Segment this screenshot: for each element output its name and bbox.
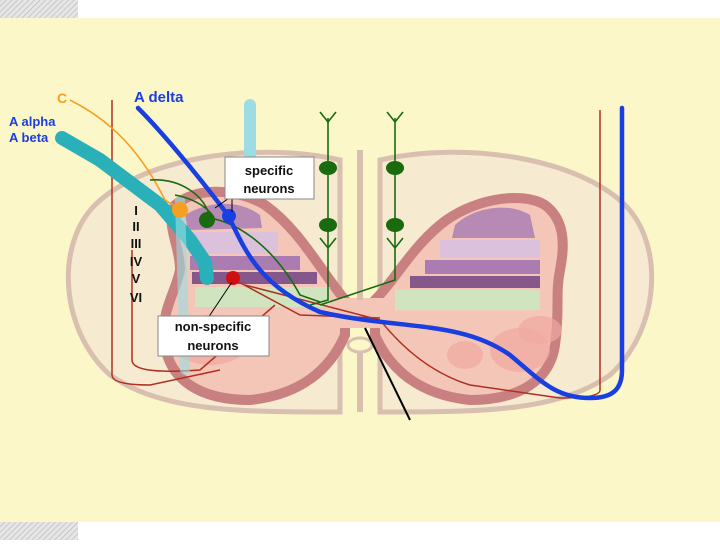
hatched-corner-texture: [0, 0, 78, 18]
nonspecific-neurons-label-2: neurons: [187, 338, 238, 353]
specific-neurons-label-1: specific: [245, 163, 293, 178]
lamina-label: VI: [130, 290, 142, 305]
projection-neuron: [386, 218, 404, 232]
nonspecific-neuron: [226, 271, 240, 285]
specific-neuron-lamina-I: [199, 212, 215, 228]
c-fiber-terminal: [172, 202, 188, 218]
c-fiber: [69, 99, 179, 209]
lamina-band-IV: [190, 256, 300, 270]
lamina-label: II: [132, 219, 139, 234]
hatched-corner-texture: [0, 522, 78, 540]
c-fiber-label: C: [57, 90, 67, 106]
neurons: [172, 161, 404, 285]
lamina-label: I: [134, 203, 138, 218]
a-beta-label: A beta: [9, 130, 49, 145]
median-fissure: [346, 150, 374, 412]
specific-neurons-label-2: neurons: [243, 181, 294, 196]
grey-matter: [159, 186, 568, 406]
projection-neuron: [319, 161, 337, 175]
a-alpha-label: A alpha: [9, 114, 56, 129]
a-delta-terminal: [222, 209, 236, 223]
nonspecific-neurons-label-1: non-specific: [175, 319, 252, 334]
specific-neurons-callout: specific neurons: [224, 156, 315, 200]
lamina-label: III: [131, 236, 142, 251]
lamina-band-II-III: [188, 232, 278, 254]
a-delta-fiber: [135, 105, 625, 401]
lamina-label: IV: [130, 254, 143, 269]
lamina-band-V: [192, 272, 317, 284]
a-delta-label: A delta: [134, 89, 184, 106]
projection-neuron: [386, 161, 404, 175]
lamina-labels: I II III IV V VI: [130, 203, 143, 305]
nonspecific-neurons-callout: non-specific neurons: [157, 315, 270, 357]
lamina-label: V: [132, 271, 141, 286]
projection-neuron: [319, 218, 337, 232]
